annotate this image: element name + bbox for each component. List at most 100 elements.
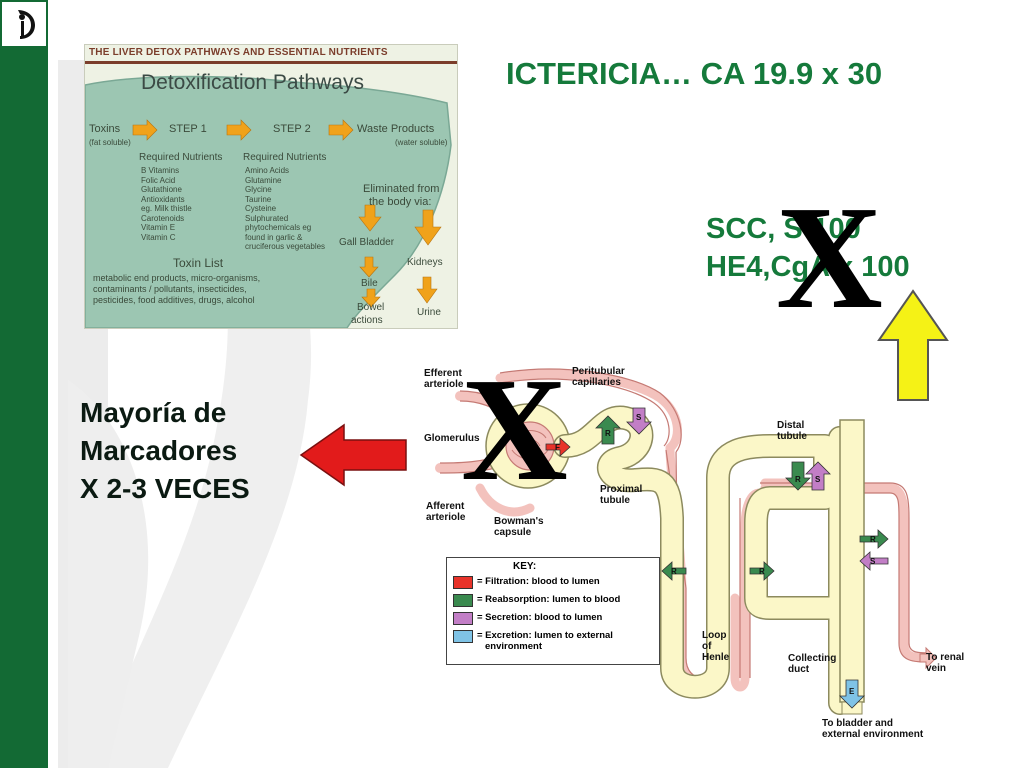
liver-actions: actions (351, 315, 383, 326)
label-peritubular: Peritubular capillaries (572, 366, 625, 388)
arrow-letter-r: R (759, 567, 765, 576)
label-loop-1: Loop (702, 630, 727, 641)
label-collecting-2: duct (788, 664, 810, 675)
filtration-swatch-icon (453, 576, 473, 589)
label-loop-2: of (702, 641, 712, 652)
label-distal: Distal tubule (777, 420, 807, 442)
liver-nutrient: Glycine (245, 185, 272, 194)
arrow-letter-r: R (671, 567, 677, 576)
liver-toxin-3: pesticides, food additives, drugs, alcoh… (93, 295, 255, 305)
label-glomerulus: Glomerulus (424, 433, 480, 444)
liver-nutrient: Amino Acids (245, 166, 290, 175)
label-bladder-1: To bladder and (822, 718, 893, 729)
legend-row-filtration: = Filtration: blood to lumen (453, 576, 600, 589)
label-renal-vein-1: To renal (926, 652, 965, 663)
legend-title: KEY: (513, 561, 537, 572)
excretion-swatch-icon (453, 630, 473, 643)
liver-eliminated-1: Eliminated from (363, 183, 440, 195)
arrow-letter-e: E (849, 687, 855, 696)
liver-eliminated-2: the body via: (369, 196, 432, 208)
liver-step1: STEP 1 (169, 123, 207, 135)
arrow-letter-s: S (870, 557, 876, 566)
arrow-letter-s: S (636, 413, 642, 422)
liver-nutrient: Sulphurated (245, 213, 289, 223)
label-bowmans-2: capsule (494, 527, 532, 538)
secretion-swatch-icon (453, 612, 473, 625)
liver-nutrient: Folic Acid (141, 175, 176, 185)
liver-toxins-sub: (fat soluble) (89, 138, 131, 147)
legend-text-excretion: = Excretion: lumen to external environme… (477, 630, 613, 652)
legend-row-secretion: = Secretion: blood to lumen (453, 612, 602, 625)
liver-toxin-2: contaminants / pollutants, insecticides, (93, 284, 247, 294)
liver-urine: Urine (417, 307, 441, 318)
slide-title: ICTERICIA… CA 19.9 x 30 (506, 56, 883, 91)
markers-top: SCC, S-100 HE4,CgA x 100 (706, 210, 910, 286)
arrow-letter-s: S (815, 475, 821, 484)
liver-detox-image: THE LIVER DETOX PATHWAYS AND ESSENTIAL N… (84, 44, 458, 329)
label-peritubular-1: Peritubular (572, 366, 625, 377)
label-efferent-2: arteriole (424, 379, 464, 390)
label-proximal: Proximal tubule (600, 484, 642, 506)
legend-text: = Secretion: blood to lumen (477, 612, 603, 623)
liver-nutrient: cruciferous vegetables (245, 242, 326, 251)
liver-shape-icon (85, 61, 457, 328)
liver-nutrient: Taurine (245, 194, 272, 204)
left-line-1: Mayoría de (80, 397, 227, 428)
label-bladder: To bladder and external environment (822, 718, 923, 740)
legend-row-reabsorption: = Reabsorption: lumen to blood (453, 594, 620, 607)
legend-box: KEY: = Filtration: blood to lumen = Reab… (446, 557, 660, 665)
arrow-letter-r: R (605, 429, 611, 438)
liver-nutrient: B Vitamins (141, 166, 180, 175)
logo-icon (8, 6, 40, 42)
legend-text: environment (485, 641, 543, 652)
label-afferent-2: arteriole (426, 512, 466, 523)
label-renal-vein-2: vein (926, 663, 947, 674)
arrow-letter-r: R (795, 475, 801, 484)
liver-nutrients2-list: Amino Acids Glutamine Glycine Taurine Cy… (245, 166, 325, 252)
liver-toxin-1: metabolic end products, micro-organisms, (93, 273, 261, 283)
liver-bowel: Bowel (357, 302, 385, 313)
x-mark-left: X (461, 348, 568, 512)
legend-text: = Filtration: blood to lumen (477, 576, 600, 587)
arrow-letter-r: R (870, 535, 876, 544)
liver-nutrients1-label: Required Nutrients (139, 152, 223, 163)
label-peritubular-2: capillaries (572, 377, 621, 388)
liver-title: Detoxification Pathways (141, 71, 364, 94)
label-afferent-1: Afferent (426, 501, 465, 512)
label-distal-1: Distal (777, 420, 805, 431)
legend-text: = Excretion: lumen to external (477, 630, 613, 641)
liver-nutrient: Antioxidants (141, 194, 185, 204)
liver-nutrient: phytochemicals eg (245, 223, 312, 232)
liver-gall-bladder: Gall Bladder (339, 237, 395, 248)
label-bladder-2: external environment (822, 729, 924, 740)
reabsorption-swatch-icon (453, 594, 473, 607)
label-proximal-2: tubule (600, 495, 630, 506)
legend-row-excretion: = Excretion: lumen to external environme… (453, 630, 613, 652)
liver-bile: Bile (361, 278, 378, 289)
label-proximal-1: Proximal (600, 484, 643, 495)
label-efferent-1: Efferent (424, 368, 462, 379)
markers-left: Mayoría de Marcadores X 2-3 VECES (80, 394, 250, 508)
legend-text: = Reabsorption: lumen to blood (477, 594, 621, 605)
liver-kidneys: Kidneys (407, 257, 443, 268)
liver-nutrient: Glutathione (141, 185, 182, 194)
nephron-image: F R S R R R S R S E Efferent arteriole P… (420, 358, 980, 748)
liver-header: THE LIVER DETOX PATHWAYS AND ESSENTIAL N… (89, 47, 388, 58)
nephron-diagram: F R S R R R S R S E (435, 368, 937, 715)
sidebar-band (0, 0, 48, 768)
markers-line-1: SCC, S-100 (706, 213, 861, 245)
logo (2, 2, 46, 46)
liver-waste: Waste Products (357, 123, 435, 135)
liver-toxin-list-title: Toxin List (173, 256, 224, 270)
liver-nutrient: found in garlic & (245, 232, 303, 242)
x-mark-top: X (776, 176, 883, 340)
liver-toxins: Toxins (89, 123, 121, 135)
label-distal-2: tubule (777, 431, 807, 442)
liver-nutrient: Vitamin C (141, 232, 176, 242)
liver-nutrient: Vitamin E (141, 223, 176, 232)
label-collecting-1: Collecting (788, 653, 837, 664)
liver-nutrients2-label: Required Nutrients (243, 152, 327, 163)
label-loop: Loop of Henle (702, 630, 729, 663)
liver-nutrients1-list: B Vitamins Folic Acid Glutathione Antiox… (141, 166, 192, 242)
label-collecting: Collecting duct (788, 653, 836, 675)
